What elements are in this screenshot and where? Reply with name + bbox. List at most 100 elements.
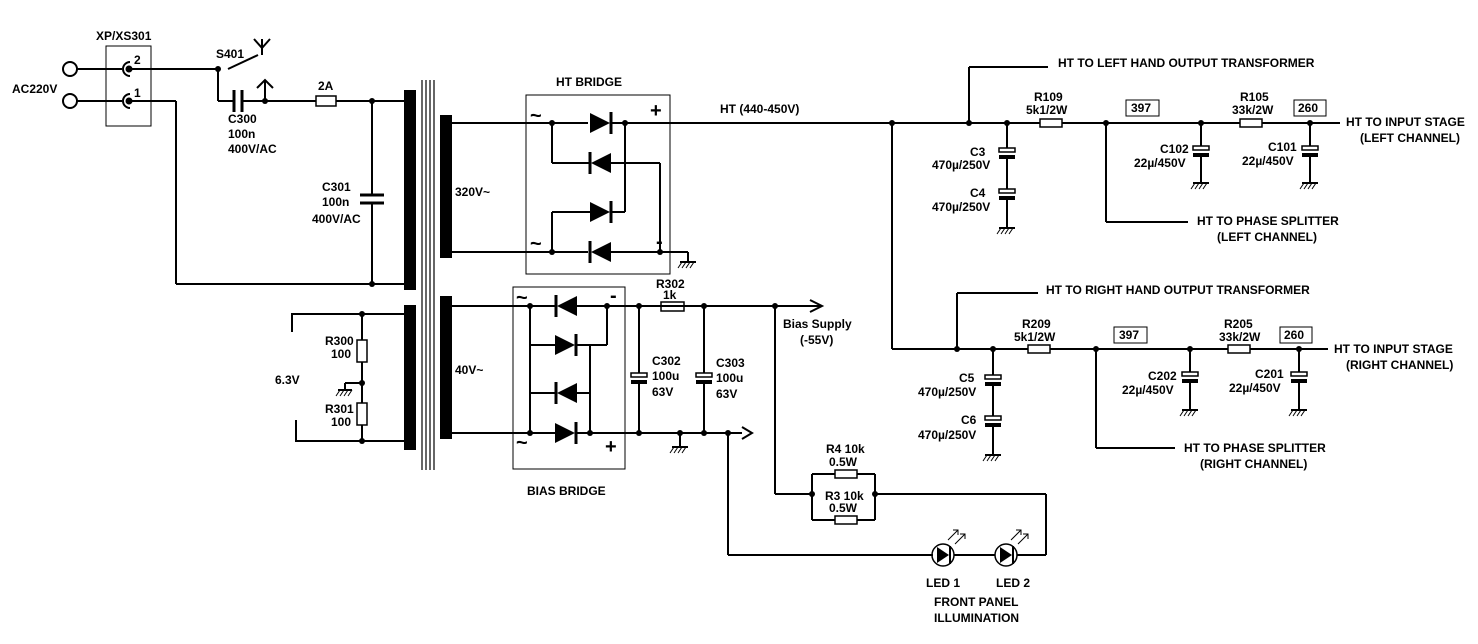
- connector-ref: XP/XS301: [96, 29, 152, 43]
- mains-transformer: [404, 80, 452, 470]
- ht-bridge-ac-bottom: ~: [530, 233, 542, 255]
- connector-block: [105, 45, 152, 127]
- c303-rating: 63V: [716, 387, 737, 401]
- led-caption-line1: FRONT PANEL: [934, 595, 1018, 609]
- bias-filter: [630, 299, 825, 454]
- r301-ref: R301: [325, 402, 354, 416]
- connector-pin1: 1: [134, 86, 141, 100]
- r4-ref: R4 10k: [826, 442, 865, 456]
- bias-bridge-ac-bottom: ~: [516, 432, 528, 454]
- bias-secondary-winding: [440, 296, 452, 439]
- c302-ref: C302: [652, 354, 681, 368]
- r300-value: 100: [331, 347, 351, 361]
- left-voltage-box-2: [1293, 99, 1327, 117]
- bias-bridge-box: [512, 286, 626, 470]
- switch-ref: S401: [216, 47, 244, 61]
- c102-ref: C102: [1160, 142, 1189, 156]
- c303-ref: C303: [716, 356, 745, 370]
- left-output-transformer-label: HT TO LEFT HAND OUTPUT TRANSFORMER: [1058, 56, 1315, 70]
- bias-bridge-minus: -: [610, 285, 617, 307]
- c102-value: 22µ/450V: [1134, 156, 1186, 170]
- right-input-stage-label: HT TO INPUT STAGE: [1334, 342, 1453, 356]
- right-voltage-397: 397: [1119, 328, 1139, 342]
- c301-rating: 400V/AC: [312, 212, 361, 226]
- c3-ref: C3: [970, 145, 986, 159]
- right-voltage-box-1: [1113, 326, 1148, 344]
- mains-label: AC220V: [12, 82, 57, 96]
- c4-ref: C4: [970, 186, 986, 200]
- c3-value: 470µ/250V: [932, 158, 990, 172]
- left-phase-splitter-label: HT TO PHASE SPLITTER: [1197, 214, 1339, 228]
- led2-label: LED 2: [996, 576, 1030, 590]
- left-input-stage-label: HT TO INPUT STAGE: [1346, 115, 1465, 129]
- r300-ref: R300: [325, 334, 354, 348]
- primary-winding: [404, 90, 416, 290]
- right-phase-splitter-channel: (RIGHT CHANNEL): [1200, 457, 1307, 471]
- left-voltage-260: 260: [1298, 101, 1318, 115]
- c6-ref: C6: [961, 413, 977, 427]
- r109-ref: R109: [1034, 90, 1063, 104]
- r209-value: 5k1/2W: [1014, 330, 1056, 344]
- r4-body: [834, 469, 858, 479]
- led-circuit: [727, 306, 1047, 567]
- bias-secondary-label: 40V~: [455, 363, 483, 377]
- r109-body: [1039, 118, 1063, 128]
- bias-bridge-plus: +: [605, 436, 617, 458]
- c6-value: 470µ/250V: [918, 428, 976, 442]
- right-phase-splitter-label: HT TO PHASE SPLITTER: [1184, 441, 1326, 455]
- c302-value: 100u: [652, 369, 679, 383]
- ht-secondary-label: 320V~: [455, 185, 490, 199]
- fuse-2a: [265, 95, 410, 287]
- c300-ref: C300: [228, 112, 257, 126]
- r205-ref: R205: [1224, 317, 1253, 331]
- led1-label: LED 1: [926, 576, 960, 590]
- c302-rating: 63V: [652, 385, 673, 399]
- c4-value: 470µ/250V: [932, 200, 990, 214]
- fuse-rating: 2A: [318, 79, 334, 93]
- right-input-stage-channel: (RIGHT CHANNEL): [1346, 358, 1453, 372]
- c202-value: 22µ/450V: [1122, 383, 1174, 397]
- ht-secondary-winding: [440, 115, 452, 258]
- connector-pin2: 2: [134, 53, 141, 67]
- r109-value: 5k1/2W: [1026, 103, 1068, 117]
- r105-ref: R105: [1240, 90, 1269, 104]
- r301-value: 100: [331, 415, 351, 429]
- left-voltage-397: 397: [1131, 101, 1151, 115]
- right-channel-ht: [892, 292, 1328, 462]
- r205-value: 33k/2W: [1219, 330, 1261, 344]
- bias-bridge-title: BIAS BRIDGE: [527, 484, 606, 498]
- left-input-stage-channel: (LEFT CHANNEL): [1360, 131, 1460, 145]
- c201-ref: C201: [1255, 367, 1284, 381]
- c5-value: 470µ/250V: [918, 385, 976, 399]
- mains-input: [62, 45, 410, 285]
- r3-rating: 0.5W: [829, 501, 858, 515]
- r4-rating: 0.5W: [829, 455, 858, 469]
- r3-body: [834, 515, 858, 525]
- c101-ref: C101: [1268, 140, 1297, 154]
- heater-winding: [404, 305, 416, 450]
- r105-body: [1239, 118, 1263, 128]
- ht-bridge-plus: +: [650, 100, 662, 122]
- r302-body: [660, 301, 685, 312]
- bias-bridge-ac-top: ~: [516, 287, 528, 309]
- r105-value: 33k/2W: [1232, 103, 1274, 117]
- ht-bridge: [452, 94, 892, 275]
- c303-value: 100u: [716, 371, 743, 385]
- left-voltage-box-1: [1125, 99, 1160, 117]
- capacitor-c300: [232, 90, 265, 112]
- left-phase-splitter-channel: (LEFT CHANNEL): [1217, 230, 1317, 244]
- r209-ref: R209: [1022, 317, 1051, 331]
- r302-ref: R302: [656, 277, 685, 291]
- heater-voltage: 6.3V: [275, 373, 300, 387]
- c300-rating: 400V/AC: [228, 142, 277, 156]
- c101-value: 22µ/450V: [1242, 154, 1294, 168]
- c5-ref: C5: [959, 371, 975, 385]
- c202-ref: C202: [1148, 369, 1177, 383]
- bias-supply-voltage: (-55V): [800, 333, 833, 347]
- r302-value: 1k: [663, 288, 677, 302]
- c300-value: 100n: [228, 127, 255, 141]
- led-caption-line2: ILLUMINATION: [934, 611, 1019, 625]
- ht-bridge-box: [525, 94, 671, 275]
- r3-ref: R3 10k: [825, 489, 864, 503]
